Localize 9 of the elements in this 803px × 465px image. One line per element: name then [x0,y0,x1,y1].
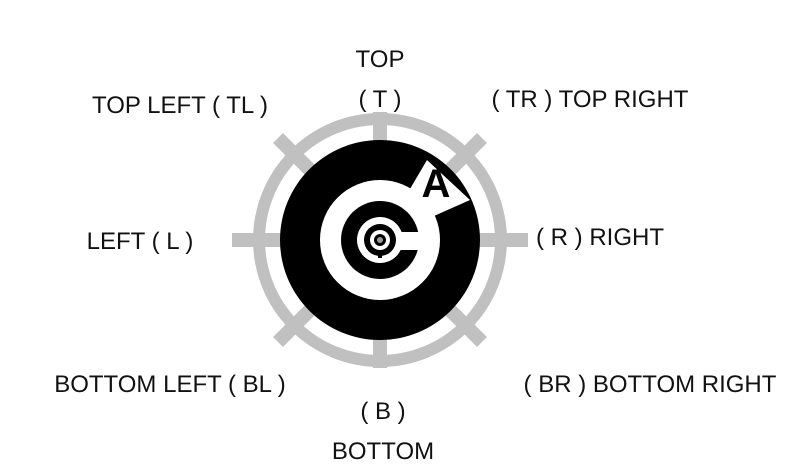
direction-label: ( BR ) BOTTOM RIGHT [522,370,778,400]
direction-label: LEFT ( L ) [86,227,194,257]
direction-label: TOP ( T ) [354,45,406,115]
direction-label: BOTTOM LEFT ( BL ) [53,370,287,400]
direction-label: ( R ) RIGHT [535,223,665,253]
direction-label: TOP LEFT ( TL ) [90,91,270,121]
letter-label: A [420,162,452,206]
direction-label: ( B ) BOTTOM [330,397,436,465]
direction-label: ( TR ) TOP RIGHT [490,85,690,115]
